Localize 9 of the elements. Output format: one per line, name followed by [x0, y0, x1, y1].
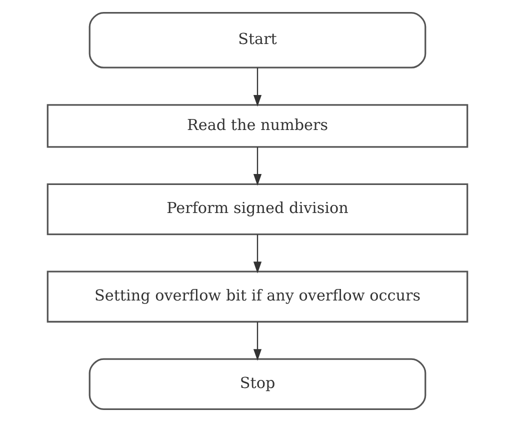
node-box: Setting overflow bit if any overflow occurs: [46, 270, 468, 323]
arrow: [253, 234, 262, 274]
node-box: Stop: [88, 358, 426, 410]
node-box: Start: [88, 12, 426, 68]
node-box: Read the numbers: [46, 104, 468, 148]
node-box: Perform signed division: [46, 183, 468, 236]
arrow: [253, 68, 262, 107]
arrow: [253, 322, 262, 361]
arrow: [253, 147, 262, 186]
